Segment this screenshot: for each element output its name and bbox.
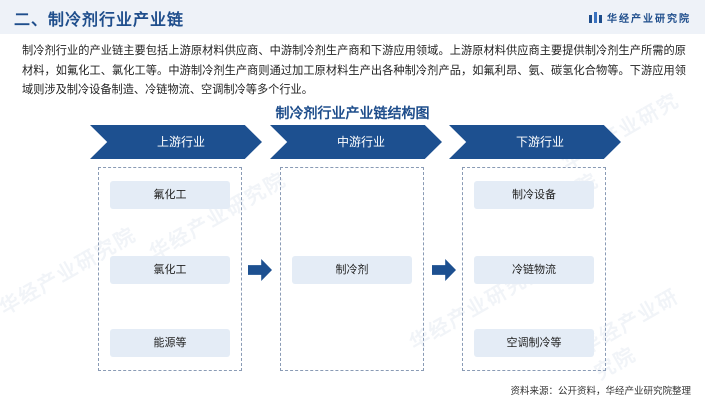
brand-logo-icon	[589, 12, 602, 23]
brand: 华经产业研究院	[589, 10, 691, 25]
midstream-item: 制冷剂	[292, 256, 412, 284]
upstream-header: 上游行业	[90, 125, 262, 159]
midstream-label: 中游行业	[336, 135, 385, 149]
midstream-box	[280, 167, 424, 371]
downstream-header: 下游行业	[449, 125, 621, 159]
midstream-header: 中游行业	[270, 125, 442, 159]
downstream-label: 下游行业	[515, 135, 564, 149]
diagram-title: 制冷剂行业产业链结构图	[275, 106, 430, 122]
flow-arrow-icon	[248, 259, 272, 281]
downstream-box	[462, 167, 606, 371]
page-title: 二、制冷剂行业产业链	[14, 10, 185, 29]
downstream-item: 空调制冷等	[474, 329, 594, 357]
upstream-item: 氟化工	[110, 181, 230, 209]
intro-paragraph: 制冷剂行业的产业链主要包括上游原材料供应商、中游制冷剂生产商和下游应用领域。上游…	[22, 44, 686, 96]
upstream-box	[98, 167, 242, 371]
downstream-item: 冷链物流	[474, 256, 594, 284]
downstream-item: 制冷设备	[474, 181, 594, 209]
upstream-item: 氯化工	[110, 256, 230, 284]
flow-arrow-icon	[432, 259, 456, 281]
upstream-item: 能源等	[110, 329, 230, 357]
source-note: 资料来源：公开资料，华经产业研究院整理	[510, 386, 691, 397]
brand-name: 华经产业研究院	[607, 14, 691, 25]
upstream-label: 上游行业	[156, 135, 205, 149]
header-bar: 二、制冷剂行业产业链 华经产业研究院	[0, 0, 705, 34]
